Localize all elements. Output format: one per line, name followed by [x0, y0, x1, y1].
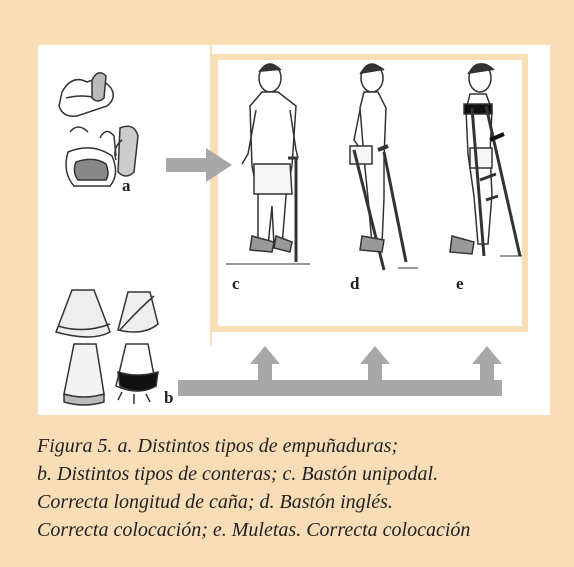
forearm-crutch-figure	[350, 64, 418, 270]
label-e: e	[456, 274, 464, 294]
arrow-bottom-bar	[178, 346, 502, 396]
caption-line-4: Correcta colocación; e. Muletas. Correct…	[37, 516, 557, 544]
crutches-figure	[450, 64, 522, 256]
caption-line-1: Figura 5. a. Distintos tipos de empuñadu…	[37, 432, 557, 460]
caption-line-3: Correcta longitud de caña; d. Bastón ing…	[37, 488, 557, 516]
caption-line-2: b. Distintos tipos de conteras; c. Bastó…	[37, 460, 557, 488]
label-d: d	[350, 274, 359, 294]
figure-caption: Figura 5. a. Distintos tipos de empuñadu…	[37, 432, 557, 544]
grips-illustration	[59, 73, 138, 186]
label-b: b	[164, 388, 173, 408]
cane-figure	[226, 64, 310, 264]
tips-illustration	[56, 290, 158, 405]
label-a: a	[122, 176, 131, 196]
arrow-right-icon	[166, 148, 232, 182]
label-c: c	[232, 274, 240, 294]
